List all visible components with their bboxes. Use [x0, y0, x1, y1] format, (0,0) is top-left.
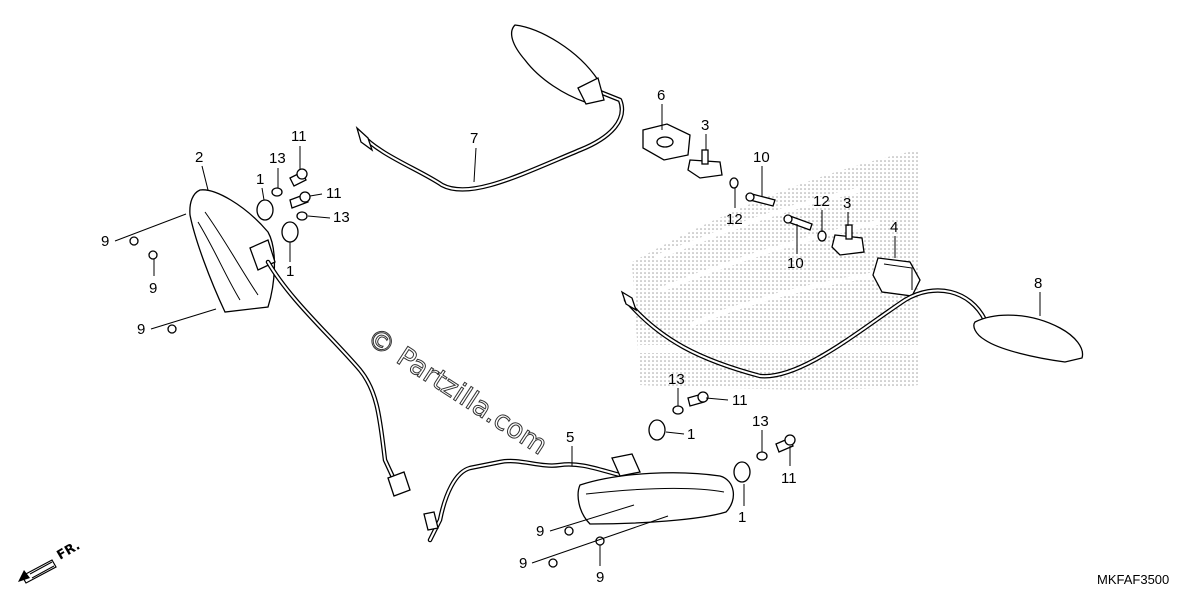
callout-11: 11	[732, 392, 748, 409]
bolt-10-lower[interactable]	[783, 214, 813, 231]
callout-13: 13	[333, 209, 350, 226]
rubber-mount-1d[interactable]	[733, 461, 751, 483]
callout-13: 13	[668, 371, 685, 388]
rear-left-turn-signal[interactable]	[511, 24, 605, 105]
callout-4: 4	[890, 219, 898, 236]
callout-8: 8	[1034, 275, 1042, 292]
callout-11: 11	[326, 185, 342, 202]
rubber-mount-1c[interactable]	[648, 419, 666, 441]
front-direction-arrow: FR.	[18, 538, 83, 584]
front-right-turn-signal[interactable]	[577, 453, 734, 525]
callout-1: 1	[687, 426, 695, 443]
clip-9d[interactable]	[564, 526, 574, 536]
callout-10: 10	[787, 255, 804, 272]
diagram-code: MKFAF3500	[1097, 572, 1169, 587]
bracket-3-upper[interactable]	[687, 149, 723, 179]
watermark-text: © Partzilla.com	[361, 322, 553, 461]
left-signal-wire	[265, 259, 411, 497]
washer-12-lower[interactable]	[817, 230, 827, 242]
callout-9: 9	[596, 569, 604, 586]
rubber-mount-1b[interactable]	[281, 221, 299, 243]
callout-5: 5	[566, 429, 574, 446]
callout-1: 1	[286, 263, 294, 280]
callout-12: 12	[726, 211, 743, 228]
washer-13d[interactable]	[756, 451, 768, 461]
callout-13: 13	[752, 413, 769, 430]
callout-12: 12	[813, 193, 830, 210]
front-right-signal-wire	[423, 458, 623, 543]
screw-11a[interactable]	[289, 168, 308, 187]
clip-9c[interactable]	[167, 324, 177, 334]
clip-9b[interactable]	[148, 250, 158, 260]
washer-12-upper[interactable]	[729, 177, 739, 189]
callout-1: 1	[738, 509, 746, 526]
callout-2: 2	[195, 149, 203, 166]
washer-13b[interactable]	[296, 211, 308, 221]
callout-9: 9	[536, 523, 544, 540]
leader-lines	[114, 104, 1041, 566]
callout-11: 11	[781, 470, 797, 487]
callout-9: 9	[137, 321, 145, 338]
callout-11: 11	[291, 128, 307, 145]
callout-9: 9	[149, 280, 157, 297]
callout-6: 6	[657, 87, 665, 104]
rubber-mount-1a[interactable]	[256, 199, 274, 221]
callout-3: 3	[843, 195, 851, 212]
upper-harness-wire	[355, 89, 624, 192]
washer-13a[interactable]	[271, 187, 283, 197]
callout-1: 1	[256, 171, 264, 188]
grommet-6[interactable]	[642, 123, 691, 161]
clip-9a[interactable]	[129, 236, 139, 246]
rear-right-turn-signal[interactable]	[973, 314, 1084, 363]
callout-3: 3	[701, 117, 709, 134]
right-harness-wire	[620, 288, 988, 379]
clip-9e[interactable]	[548, 558, 558, 568]
callout-9: 9	[101, 233, 109, 250]
bracket-3-lower[interactable]	[831, 224, 865, 256]
washer-13c[interactable]	[672, 405, 684, 415]
screw-11c[interactable]	[687, 391, 709, 407]
callout-labels: 2 11 13 1 11 13 1 9 9 9 7 6 3 10 12 12 3…	[101, 87, 1042, 586]
bolt-10-upper[interactable]	[745, 192, 776, 207]
callout-7: 7	[470, 130, 478, 147]
callout-10: 10	[753, 149, 770, 166]
screw-11b[interactable]	[289, 191, 311, 209]
front-left-turn-signal[interactable]	[189, 189, 276, 313]
callout-9: 9	[519, 555, 527, 572]
screw-11d[interactable]	[775, 434, 796, 453]
direction-label: FR.	[55, 538, 83, 563]
callout-13: 13	[269, 150, 286, 167]
